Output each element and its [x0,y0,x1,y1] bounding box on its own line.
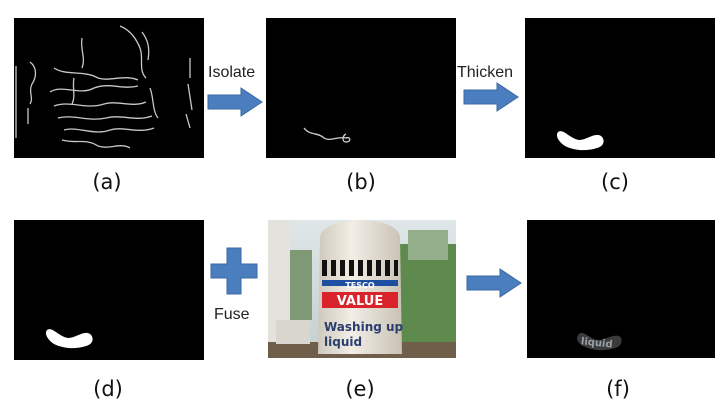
panel-e-photo: TESCO VALUE Washing up liquid [268,220,456,358]
caption-d: (d) [93,377,123,401]
right-arrow-icon [466,268,522,298]
thicken-label: Thicken [457,64,514,81]
right-arrow-icon [463,82,519,112]
photo-product-line2: liquid [324,335,362,349]
plus-icon [210,247,258,295]
caption-c: (c) [601,170,629,194]
panel-f-fused-result: liquid [527,220,715,358]
photo-product-line1: Washing up [324,320,404,334]
fuse-label: Fuse [214,306,250,323]
panel-a-edge-map [14,18,204,158]
caption-f: (f) [606,377,630,401]
caption-a: (a) [92,170,122,194]
caption-b: (b) [346,170,376,194]
panel-c-thickened [525,18,715,158]
result-text: liquid [580,336,613,350]
panel-d-mask [14,220,204,360]
photo-brand-text: TESCO [345,281,375,290]
right-arrow-icon [207,87,263,117]
photo-value-text: VALUE [337,294,384,309]
isolate-label: Isolate [208,64,256,81]
panel-b-isolated-edge [266,18,456,158]
caption-e: (e) [345,377,375,401]
